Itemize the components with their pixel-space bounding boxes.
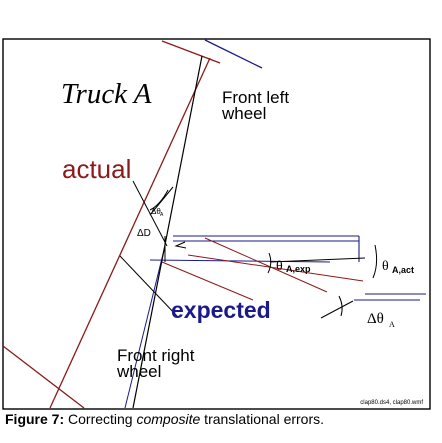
expected-label: expected (171, 297, 271, 323)
theta-actual-label: θ A,act (382, 259, 414, 275)
delta-theta-small-label: Δθ A (151, 207, 164, 218)
svg-text:θ: θ (382, 259, 389, 274)
delta-d-label: ΔD (137, 228, 151, 239)
figure-caption: Figure 7: Correcting composite translati… (5, 411, 324, 427)
svg-text:A,exp: A,exp (286, 264, 311, 274)
front-right-label-line2: wheel (116, 362, 161, 381)
svg-text:Δθ: Δθ (367, 311, 384, 327)
delta-theta-label: Δθ A (367, 311, 395, 329)
actual-vehicle-lines (2, 40, 364, 409)
construction-lines (119, 55, 378, 409)
svg-text:A: A (160, 212, 164, 218)
svg-text:Δθ: Δθ (151, 207, 161, 216)
caption-figure-number: Figure 7: (5, 411, 64, 427)
theta-expected-label: θ A,exp (276, 259, 311, 274)
source-file-note: clap80.ds4, clap80.wmf (360, 400, 423, 406)
caption-emphasis: composite (136, 411, 200, 427)
front-left-label-line1: Front left (222, 88, 289, 107)
figure-frame (2, 38, 431, 410)
caption-text-after: translational errors. (200, 411, 324, 427)
truck-title: Truck A (61, 78, 152, 110)
expected-vehicle-lines (124, 39, 426, 409)
actual-label: actual (62, 154, 131, 184)
front-left-label-line2: wheel (221, 104, 266, 123)
svg-text:A: A (389, 320, 395, 329)
front-right-label-line1: Front right (117, 346, 195, 365)
svg-text:θ: θ (276, 259, 283, 274)
caption-text-before: Correcting (64, 411, 136, 427)
svg-text:A,act: A,act (392, 265, 414, 275)
